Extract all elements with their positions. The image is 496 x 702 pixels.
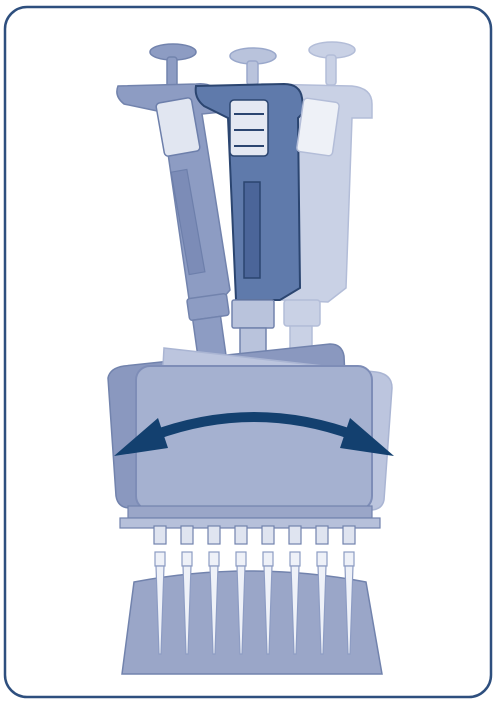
nozzle-bar [120,506,380,528]
multichannel-head [136,366,372,510]
right-ghost-display [296,98,339,156]
